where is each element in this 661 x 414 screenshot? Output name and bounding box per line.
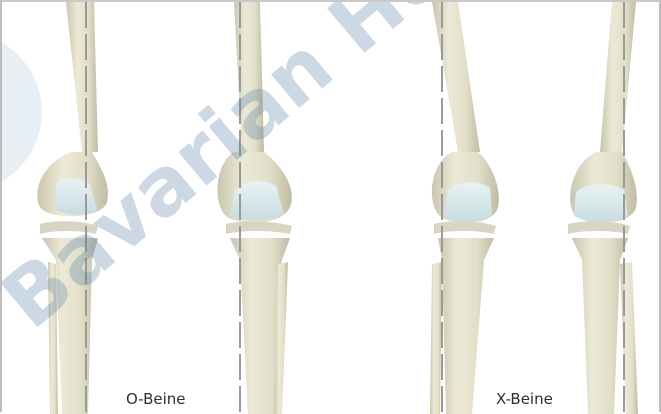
caption-x-beine: X-Beine bbox=[496, 390, 553, 408]
leg-3 bbox=[430, 2, 499, 414]
caption-o-beine: O-Beine bbox=[126, 390, 186, 408]
leg-1 bbox=[37, 2, 108, 414]
leg-4 bbox=[568, 2, 638, 414]
leg-2 bbox=[217, 2, 292, 414]
